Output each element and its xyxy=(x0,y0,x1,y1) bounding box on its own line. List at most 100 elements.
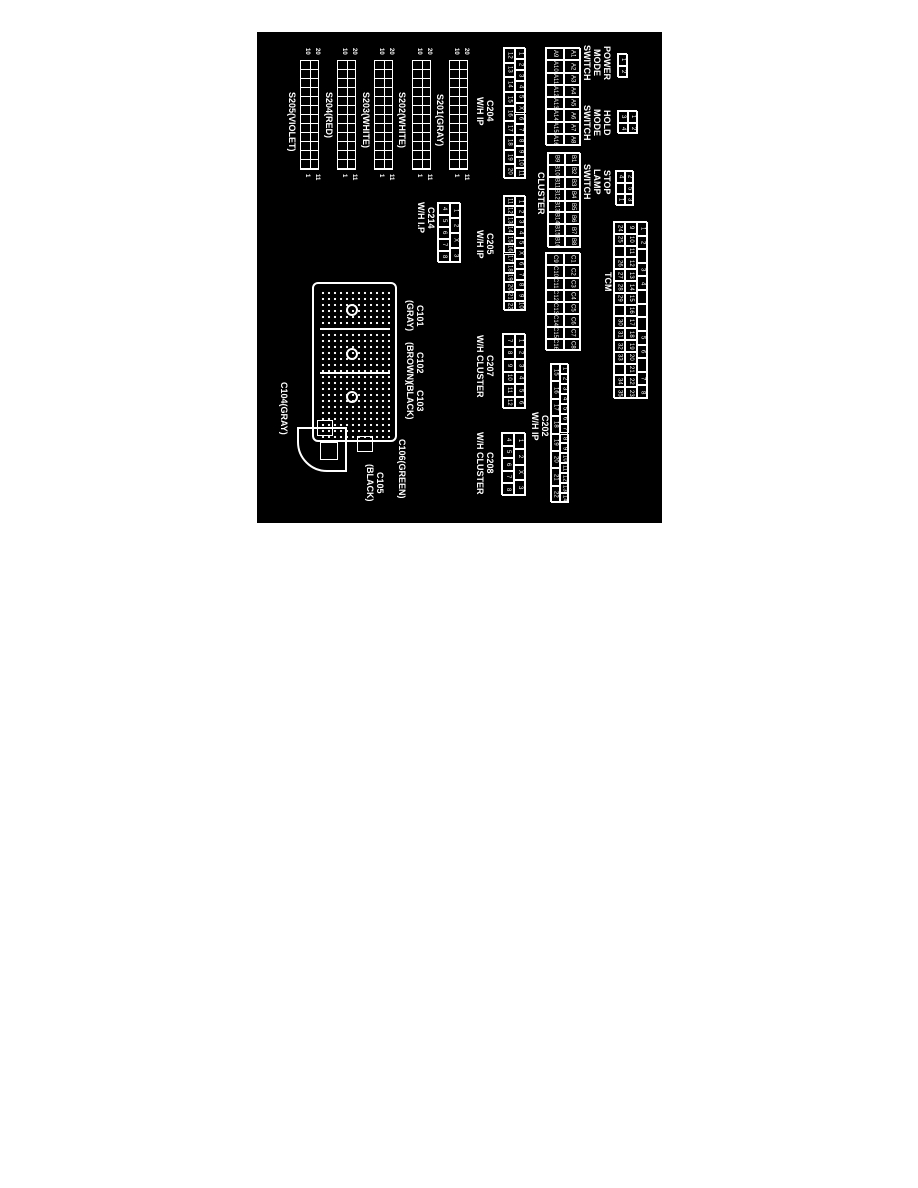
s205-splice-pack xyxy=(300,60,319,170)
pin-cell: 17 xyxy=(625,316,637,329)
pin-cell: 9 xyxy=(515,290,526,301)
pin-cell: 18 xyxy=(504,263,515,273)
pin-cell: 11 xyxy=(625,245,637,258)
pin-cell: 1 xyxy=(628,111,638,123)
pin-cell: 5 xyxy=(560,403,569,414)
c106-label: C106(GREEN) xyxy=(397,439,407,499)
s204-label: S204(RED) xyxy=(324,92,334,139)
c205-label: C205 W/H IP xyxy=(475,230,495,259)
pin-cell: 1 xyxy=(515,48,526,59)
pin-cell: 29 xyxy=(614,292,626,305)
pin-cell: 7 xyxy=(502,470,514,484)
hold-mode-switch-label: HOLD MODE SWITCH xyxy=(582,105,612,141)
pin-cell: A7 xyxy=(563,121,581,134)
s203-splice-pack xyxy=(374,60,393,170)
pin-cell: 8 xyxy=(438,251,450,263)
pin-cell: 10 xyxy=(515,300,526,311)
pin-cell: 12 xyxy=(560,473,569,484)
pin-cell: 6 xyxy=(560,413,569,424)
pin-cell: 4 xyxy=(502,433,514,446)
pin-cell: 17 xyxy=(551,398,560,417)
pin-cell: B4 xyxy=(564,188,581,201)
pin-cell: C2 xyxy=(563,265,581,278)
pin-cell: B2 xyxy=(564,164,581,177)
pin-cell: 4 xyxy=(618,122,628,134)
pin-cell: 2 xyxy=(515,206,526,217)
pin-cell: 8 xyxy=(636,385,648,399)
pin-cell: 8 xyxy=(515,135,526,147)
pin-cell: 14 xyxy=(504,224,515,235)
pin-cell: 16 xyxy=(625,304,637,317)
pin-cell: 13 xyxy=(504,215,515,225)
pin-cell: 12 xyxy=(625,257,637,270)
pin-cell: 21 xyxy=(504,291,515,302)
pin-cell: 27 xyxy=(614,269,626,281)
pin-cell: X xyxy=(515,102,526,114)
c207-label: C207 W/H CLUSTER xyxy=(475,335,495,398)
pin-cell: 21 xyxy=(625,363,637,376)
pin-cell: C7 xyxy=(563,326,581,339)
pin-cell: B8 xyxy=(564,236,581,248)
pin-cell: 7 xyxy=(636,371,648,386)
pin-cell: B12 xyxy=(548,188,565,201)
pin-cell: 23 xyxy=(625,387,637,399)
pin-cell: 20 xyxy=(504,164,515,179)
pin-cell: C3 xyxy=(563,277,581,290)
pin-cell: 15 xyxy=(504,234,515,244)
pin-cell: B5 xyxy=(564,200,581,213)
pin-cell: 22 xyxy=(551,485,560,503)
pin-cell: 16 xyxy=(504,243,515,254)
pin-cell: C12 xyxy=(546,289,564,302)
pin-cell: C1 xyxy=(563,253,581,266)
pin-cell: 3 xyxy=(514,480,526,496)
pin-cell: 22 xyxy=(625,375,637,388)
cluster-label: CLUSTER xyxy=(536,172,546,215)
pin-cell xyxy=(614,304,626,317)
pin-cell xyxy=(636,290,648,304)
pin-cell: 14 xyxy=(560,493,569,503)
pin-cell: 28 xyxy=(614,281,626,293)
pin-cell: C16 xyxy=(546,338,564,351)
pin-cell: 1 xyxy=(636,222,648,236)
splice-end-number: 11 xyxy=(463,174,469,181)
pin-cell: 2 xyxy=(515,58,526,70)
pin-cell: 3 xyxy=(625,194,634,206)
pin-cell: 20 xyxy=(625,351,637,364)
pin-cell: 4 xyxy=(636,276,648,291)
splice-end-number: 1 xyxy=(453,174,459,178)
pin-cell: 20 xyxy=(551,450,560,469)
pin-cell: 25 xyxy=(614,233,626,246)
pin-cell: B15 xyxy=(548,224,565,237)
power-mode-switch-label: POWER MODE SWITCH xyxy=(582,45,612,81)
pin-cell: B16 xyxy=(548,236,565,248)
pin-cell: 14 xyxy=(625,281,637,293)
pin-cell: 9 xyxy=(515,146,526,158)
pin-cell: 1 xyxy=(514,433,526,449)
pin-cell: B9 xyxy=(548,153,565,165)
pin-cell: 2 xyxy=(514,346,526,359)
pin-cell: A16 xyxy=(546,133,564,146)
bolt-c103 xyxy=(346,391,358,403)
splice-end-number: 11 xyxy=(314,174,320,181)
splice-end-number: 1 xyxy=(416,174,422,178)
pin-cell: 30 xyxy=(614,316,626,329)
pin-cell: 2 xyxy=(618,66,628,78)
splice-end-number: 10 xyxy=(341,48,347,55)
pin-cell: A9 xyxy=(546,48,564,61)
c214-label: C214 W/H I.P xyxy=(416,202,436,233)
pin-cell: 2 xyxy=(628,122,638,134)
pin-cell: 2 xyxy=(560,373,569,384)
c208-label: C208 W/H CLUSTER xyxy=(475,432,495,495)
pin-cell: 8 xyxy=(503,346,515,359)
pin-cell: 6 xyxy=(502,458,514,471)
pin-cell: A14 xyxy=(546,109,564,122)
pin-cell: 5 xyxy=(438,215,450,227)
pin-cell: C10 xyxy=(546,265,564,278)
